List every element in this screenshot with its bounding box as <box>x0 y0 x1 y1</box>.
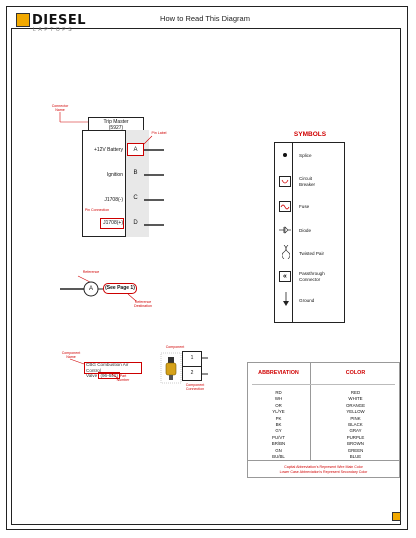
color-header: COLOR <box>345 370 366 376</box>
reference-page-text: (See Page 1) <box>105 285 135 291</box>
component-name-line2: Valve (96-641) <box>86 372 144 380</box>
symbols-divider <box>292 142 293 323</box>
pin-wires <box>144 149 164 226</box>
abbreviation-cell: PK <box>275 415 282 421</box>
abbreviation-footnote-line <box>247 460 400 461</box>
twisted-pair-icon <box>282 245 290 259</box>
component-pin-1: 1 <box>190 355 194 361</box>
component-pin-2: 2 <box>190 370 194 376</box>
component-part-number: (96-641) <box>98 372 120 380</box>
callout-reference-destination: Reference Destination <box>134 300 152 309</box>
symbol-label-fuse: Fuse <box>299 204 310 209</box>
callout-component-connection: Component Connection <box>185 383 205 392</box>
callout-leader-connector-name <box>59 112 90 123</box>
connector-part-number: (5927) <box>108 125 124 131</box>
color-cell: ORANGE <box>345 402 366 408</box>
component-name-line1: CBG Combustion Air Control <box>86 362 129 373</box>
component-name: CBG Combustion Air Control Valve (96-641… <box>86 362 144 380</box>
logo-subtext: LAPTOPS <box>33 27 75 33</box>
page-title: How to Read This Diagram <box>160 14 250 23</box>
component-image-icon <box>160 352 182 384</box>
pin-label-d: J1708(+) <box>103 220 123 226</box>
color-cell: WHITE <box>348 396 363 402</box>
logo-text: DIESEL <box>32 13 87 28</box>
callout-component: Component <box>165 345 185 349</box>
symbol-label-twisted-pair: Twisted Pair <box>299 251 325 256</box>
pin-label-d-box <box>100 218 124 229</box>
abbreviation-cell: RD <box>275 390 282 395</box>
symbol-label-splice: Splice <box>299 153 312 158</box>
reference-page-box <box>103 283 137 294</box>
color-cell: PINK <box>350 415 361 421</box>
pin-letter-a: A <box>127 143 144 156</box>
symbol-label-ground: Ground <box>299 298 315 303</box>
component-name-box <box>84 362 142 374</box>
abbreviation-col-divider <box>310 362 311 460</box>
passthrough-connector-icon: « <box>279 271 291 282</box>
callout-pin-label: Pin Label <box>151 131 167 135</box>
logo-badge-icon <box>16 13 30 27</box>
callout-connector-name: Connector Name <box>51 104 69 113</box>
callout-leader-reference-destination <box>127 293 137 302</box>
callout-pin-connection: Pin Connection <box>84 208 110 212</box>
abbreviation-cell: WH <box>274 396 283 402</box>
color-cell: BROWN <box>347 441 364 447</box>
abbreviation-cell: GY <box>275 428 282 434</box>
symbol-label-circuit-breaker: Circuit Breaker <box>299 176 316 187</box>
symbols-title: SYMBOLS <box>293 131 327 138</box>
abbreviation-cell: YL/YE <box>272 409 285 415</box>
diode-icon <box>279 226 291 234</box>
component-name-line2-a: Valve <box>86 373 99 379</box>
callout-leader-pin-label <box>143 135 153 145</box>
callout-leader-part-number <box>109 372 119 379</box>
callout-leader-component-name <box>69 358 85 365</box>
pin-label-a: +12V Battery <box>93 147 123 153</box>
abbreviation-cell: PU/VT <box>272 434 285 440</box>
footer-logo-icon <box>392 512 401 521</box>
connector-name: Trip Master <box>103 119 129 125</box>
abbreviation-cell: BU/BL <box>272 454 285 460</box>
color-cell: YELLOW <box>346 409 365 415</box>
pin-letter-b: B <box>133 170 138 176</box>
abbreviation-footnote-2: Lower Case Abbreviation's Represent Seco… <box>279 470 368 474</box>
pin-letter-d: D <box>133 220 138 226</box>
abbreviation-header: ABBREVIATION <box>258 370 299 376</box>
color-cell: GREEN <box>347 447 364 453</box>
color-cell: PURPLE <box>346 434 365 440</box>
fuse-icon <box>279 201 291 212</box>
splice-dot-icon <box>283 153 287 157</box>
circuit-breaker-icon <box>279 176 291 187</box>
abbreviation-cell: BK <box>275 422 282 428</box>
component-pin-divider <box>182 366 202 367</box>
abbreviation-header-line <box>252 384 395 385</box>
pin-label-c: J1708(-) <box>104 197 123 203</box>
ground-icon <box>283 292 289 306</box>
color-cell: RED <box>350 390 361 395</box>
abbreviation-cell: GN <box>275 447 282 453</box>
abbreviation-footnote-1: Capital Abbreviation's Represent Wire Ma… <box>284 465 363 469</box>
color-cell: GRAY <box>349 428 362 434</box>
symbols-table <box>274 142 345 323</box>
callout-component-name: Component Name <box>61 351 81 360</box>
reference-circle-letter: A <box>88 286 93 292</box>
component-pin-wires <box>202 357 208 375</box>
color-cell: BLACK <box>348 422 363 428</box>
abbreviation-table <box>247 362 400 478</box>
color-cell: BLUE <box>349 454 362 460</box>
abbreviation-cell: OR <box>275 402 282 408</box>
symbol-label-diode: Diode <box>299 228 312 233</box>
pin-label-b: Ignition <box>106 172 123 178</box>
callout-reference: Reference <box>82 270 100 274</box>
symbol-label-passthrough-connector: Passthrough Connector <box>299 271 325 282</box>
abbreviation-cell: BR/BN <box>271 441 286 447</box>
reference-symbol <box>60 275 103 297</box>
diagram-frame <box>11 28 401 525</box>
pin-letter-c: C <box>133 195 138 201</box>
callout-part-number: Part Number <box>116 374 130 383</box>
page-frame <box>6 6 408 530</box>
